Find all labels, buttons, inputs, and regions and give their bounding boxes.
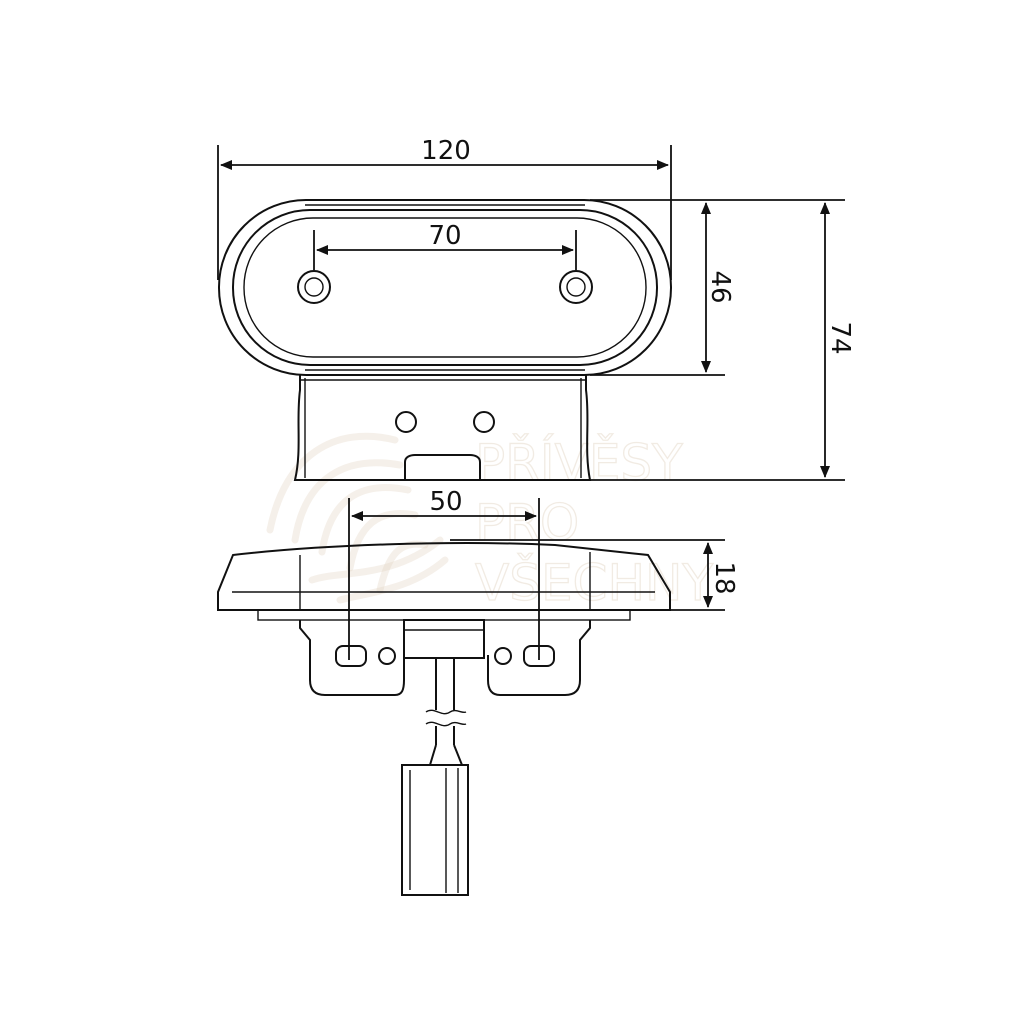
lamp-lens-outline [232,209,658,366]
watermark-logo: PŘÍVĚSY PRO VŠECHNY [266,432,714,613]
bracket-hole-left [395,411,417,433]
dim-label-bracket-hole-spacing: 50 [429,487,462,517]
watermark-arcs [266,432,449,604]
dimension-depth: 18 [450,539,739,611]
dim-label-depth: 18 [709,561,739,594]
dim-label-hole-spacing: 70 [428,221,461,251]
lamp-lens-inner [243,217,647,358]
lamp-side-view [217,542,671,696]
dim-label-overall-width: 120 [421,136,471,166]
lamp-front-view [218,199,672,376]
mounting-hole-right [559,270,593,304]
bracket-front-view [293,375,592,481]
bracket-hole-right [473,411,495,433]
mounting-hole-left [297,270,331,304]
plug-body [401,764,469,896]
dimension-bracket-hole-spacing: 50 [348,487,540,660]
lamp-outer-outline [218,199,672,376]
dimension-overall-width: 120 [217,136,672,280]
watermark-line-1: PŘÍVĚSY [475,433,683,492]
dimension-lens-height: 46 [590,199,735,376]
dimension-overall-height: 74 [590,199,855,481]
dim-label-lens-height: 46 [705,270,735,303]
slot-left [335,645,367,667]
dimension-hole-spacing: 70 [313,221,577,270]
watermark-line-3: VŠECHNY [475,553,713,612]
connector-block [403,619,485,659]
cable-and-plug [401,658,469,896]
dim-label-overall-height: 74 [825,321,855,354]
